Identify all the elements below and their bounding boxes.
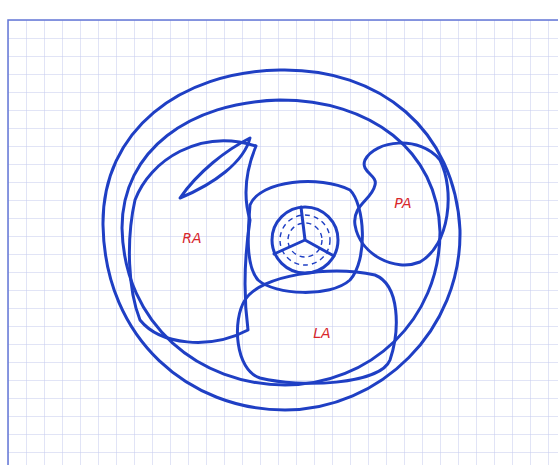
valve-commissures <box>274 207 334 256</box>
heart-outer-wall <box>103 70 460 410</box>
grid <box>8 20 558 465</box>
chamber-label: LA <box>313 325 330 341</box>
valve-cusp-line <box>288 223 322 257</box>
valve-cusp-line <box>280 215 330 265</box>
chamber-label: RA <box>182 230 201 246</box>
chamber-label: PA <box>394 195 411 211</box>
paper-edge <box>8 20 558 465</box>
right-atrium-wall <box>129 141 256 342</box>
left-atrium-chamber: LA <box>232 262 402 390</box>
pulmonary-artery-wall <box>355 143 448 265</box>
aortic-root <box>248 182 362 293</box>
pulmonary-artery-chamber: PA <box>348 132 458 274</box>
left-atrium-wall <box>237 271 396 383</box>
aortic-valve-ring <box>272 207 338 273</box>
